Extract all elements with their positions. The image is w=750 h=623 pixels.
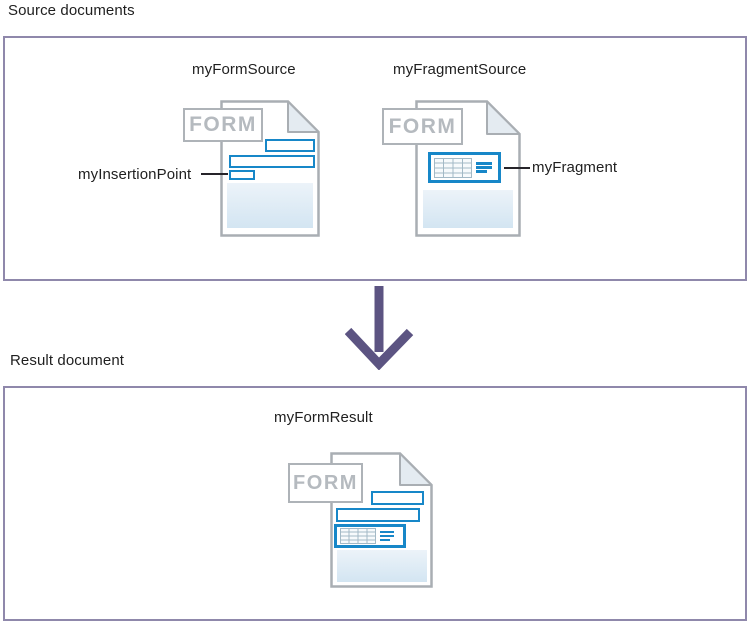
insertion-point-bar (229, 170, 255, 180)
form-badge: FORM (183, 108, 263, 142)
source-section-label: Source documents (8, 2, 135, 19)
fragment-label: myFragment (532, 159, 618, 176)
fragment-box (334, 524, 406, 548)
insertion-point-connector-line (201, 173, 228, 175)
form-badge-label: FORM (388, 114, 457, 138)
form-badge-label: FORM (189, 113, 257, 136)
page-content-area (337, 550, 427, 582)
fragment-connector-line (504, 167, 530, 169)
field-bar (229, 155, 315, 168)
folded-corner-icon (287, 100, 320, 133)
form-badge: FORM (288, 463, 363, 503)
folded-corner-icon (486, 100, 521, 135)
page-content-area (423, 190, 513, 228)
page-content-area (227, 183, 313, 228)
table-grid-icon (340, 528, 376, 544)
result-section-label: Result document (10, 352, 125, 369)
text-lines-icon (476, 161, 492, 175)
fragment-source-title: myFragmentSource (393, 61, 527, 78)
form-badge: FORM (382, 108, 463, 145)
form-badge-label: FORM (293, 471, 358, 494)
source-panel (3, 36, 747, 281)
field-bar (371, 491, 424, 505)
field-bar (265, 139, 315, 152)
down-arrow-icon (345, 286, 414, 370)
table-grid-icon (434, 157, 472, 178)
fragment-box (428, 152, 501, 183)
form-source-title: myFormSource (192, 61, 296, 78)
text-lines-icon (380, 529, 394, 543)
field-bar (336, 508, 420, 522)
folded-corner-icon (399, 452, 433, 486)
insertion-point-label: myInsertionPoint (78, 166, 192, 183)
form-result-title: myFormResult (274, 409, 373, 426)
